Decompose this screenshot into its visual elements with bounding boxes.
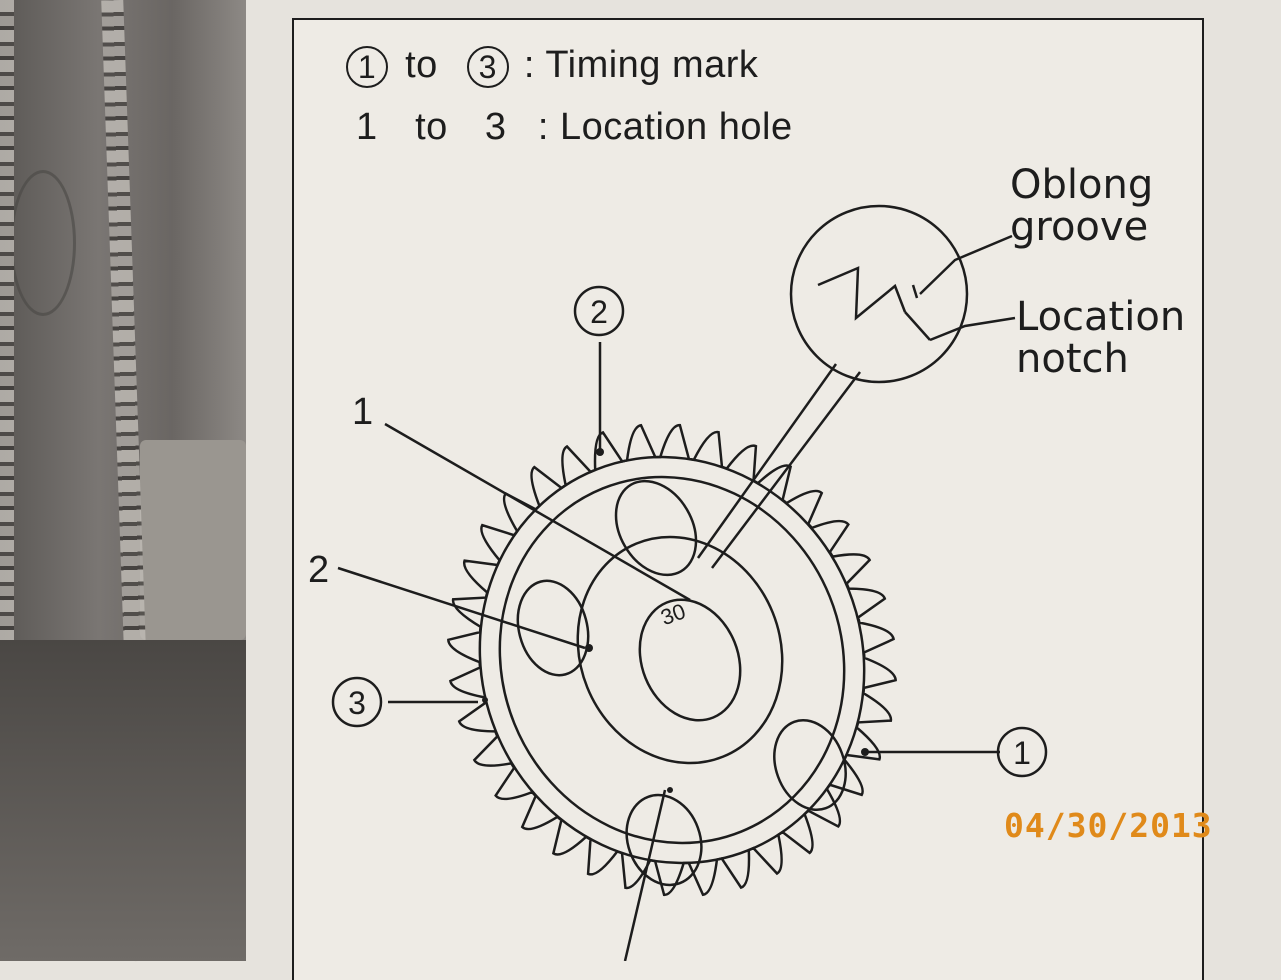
lightening-hole <box>516 579 590 677</box>
sprocket-hub <box>638 598 742 722</box>
diagram-panel <box>292 18 1204 980</box>
timing-mark-3-circle <box>331 676 383 728</box>
legend-location-hole: 1 to 3 : Location hole <box>356 106 793 149</box>
circled-number: 3 <box>466 45 509 88</box>
sprocket-hub-ring <box>576 535 784 765</box>
timing-mark-2-circle <box>573 285 625 337</box>
detail-magnifier <box>789 204 969 384</box>
lightening-hole <box>614 479 698 577</box>
detail-groove <box>817 266 907 321</box>
leader-oblong-groove <box>919 234 1013 295</box>
location-hole-2-label: 2 <box>308 549 329 591</box>
photo-engine-block <box>0 640 246 961</box>
legend-number: 1 <box>356 106 378 148</box>
timing-mark-3-label: 3 <box>348 685 366 721</box>
legend-number: 3 <box>484 106 507 148</box>
detail-notch <box>904 311 931 341</box>
sprocket-stamp-label: 30 <box>657 598 689 630</box>
date-stamp: 04/30/2013 <box>1004 806 1213 845</box>
leader-hole-1 <box>384 422 691 602</box>
circled-number: 1 <box>346 45 388 88</box>
lightening-hole <box>773 718 847 812</box>
legend-label: : Timing mark <box>523 44 759 86</box>
leader-location-notch <box>929 316 1016 342</box>
oblong-groove-label: Oblong groove <box>1010 162 1154 250</box>
legend-timing-mark: 1 to 3 : Timing mark <box>346 44 758 88</box>
sprocket-teeth <box>447 423 897 897</box>
sprocket-inner-ring <box>498 475 846 845</box>
photo-plate <box>140 440 246 640</box>
leader-bottom <box>623 789 667 961</box>
lightening-hole <box>625 793 703 887</box>
legend-label: : Location hole <box>537 106 793 148</box>
legend-to: to <box>415 106 448 148</box>
leader-hole-2 <box>337 566 586 650</box>
timing-mark-1-label: 1 <box>1013 735 1031 771</box>
legend-to: to <box>405 44 438 86</box>
timing-mark-1-circle <box>996 726 1048 778</box>
sprocket-outer-ring <box>478 455 866 865</box>
timing-mark-2-label: 2 <box>590 294 608 330</box>
magnifier-leader <box>696 363 838 559</box>
location-notch-label: Location notch <box>1016 294 1186 382</box>
location-hole-1-label: 1 <box>352 391 373 433</box>
